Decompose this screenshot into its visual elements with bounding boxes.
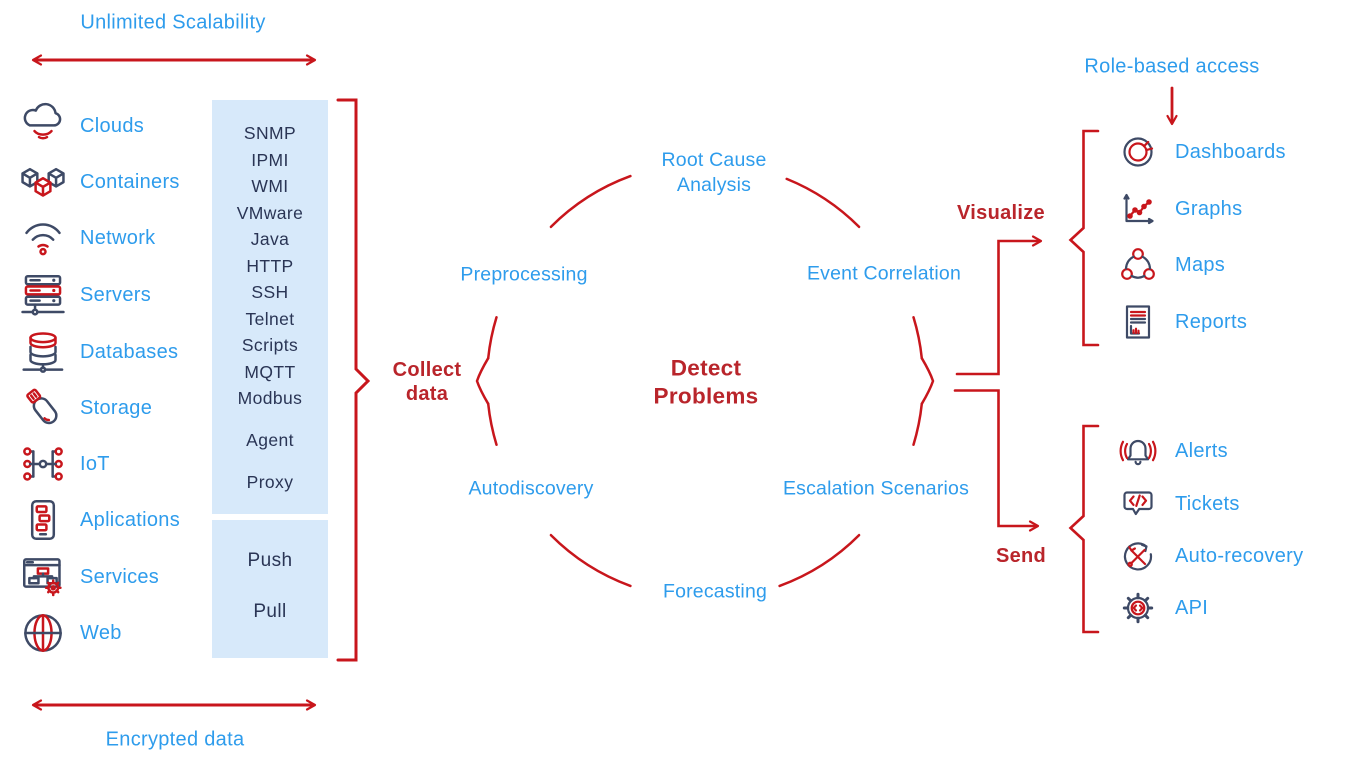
api-icon: [1122, 592, 1154, 624]
iot-icon: [23, 447, 63, 481]
source-label: Containers: [80, 170, 180, 193]
send-row-alerts: Alerts: [1116, 427, 1228, 475]
send-connector-arrow: [953, 389, 1040, 532]
auto-recovery-icon: [1123, 542, 1153, 571]
source-row-storage: Storage: [18, 381, 152, 435]
containers-icon: [21, 167, 65, 197]
visualize-item-label: Graphs: [1175, 197, 1243, 220]
databases-icon: [22, 332, 64, 373]
source-row-network: Network: [18, 211, 155, 265]
source-label: Network: [80, 226, 156, 249]
protocol-agent: Agent: [246, 429, 294, 450]
visualize-row-reports: Reports: [1116, 298, 1247, 346]
send-title: Send: [995, 545, 1047, 567]
source-label: IoT: [80, 452, 110, 475]
preprocessing-label: Preprocessing: [460, 263, 588, 286]
source-label: Clouds: [80, 114, 145, 137]
send-item-label: Auto-recovery: [1175, 544, 1304, 567]
protocol-item: Modbus: [237, 388, 303, 408]
source-row-clouds: Clouds: [18, 99, 144, 153]
send-item-label: Alerts: [1175, 439, 1228, 462]
servers-icon: [21, 275, 65, 316]
source-label: Servers: [80, 283, 152, 306]
visualize-title: Visualize: [957, 202, 1045, 224]
source-row-servers: Servers: [18, 268, 151, 322]
autodiscovery-label: Autodiscovery: [468, 477, 594, 500]
source-label: Services: [80, 565, 160, 588]
protocol-item: Java: [250, 229, 290, 249]
network-icon: [25, 223, 61, 256]
graphs-icon: [1123, 193, 1154, 225]
collect-data-label: Collect data: [392, 359, 462, 405]
clouds-icon: [23, 102, 62, 140]
storage-icon: [26, 388, 58, 425]
reports-icon: [1125, 305, 1151, 339]
root-cause-analysis-label: Root Cause Analysis: [661, 149, 767, 196]
push-pull-box: Push Pull: [212, 520, 328, 658]
send-row-auto-recovery: Auto-recovery: [1116, 532, 1303, 580]
protocol-item: SSH: [251, 282, 289, 302]
visualize-item-label: Maps: [1175, 253, 1226, 276]
event-correlation-label: Event Correlation: [806, 262, 962, 285]
source-row-services: Services: [18, 550, 159, 604]
source-row-web: Web: [18, 606, 122, 660]
protocol-item: Scripts: [241, 335, 299, 355]
unlimited-scalability-label: Unlimited Scalability: [80, 11, 266, 34]
source-label: Databases: [80, 340, 179, 363]
push-label: Push: [247, 550, 293, 571]
source-row-databases: Databases: [18, 325, 178, 379]
send-brace: [1068, 424, 1100, 634]
source-row-containers: Containers: [18, 155, 180, 209]
dashboards-icon: [1123, 137, 1154, 167]
maps-icon: [1121, 248, 1155, 280]
send-item-label: Tickets: [1175, 492, 1240, 515]
source-row-iot: IoT: [18, 437, 110, 491]
visualize-row-graphs: Graphs: [1116, 185, 1242, 233]
source-label: Aplications: [80, 508, 181, 531]
protocol-item: VMware: [236, 202, 304, 223]
circle-left-wedge: [475, 356, 490, 406]
visualize-brace: [1068, 129, 1100, 347]
source-label: Storage: [80, 396, 153, 419]
protocols-box: SNMP IPMI WMI VMware Java HTTP SSH Telne…: [212, 100, 328, 514]
detect-problems-label: Detect Problems: [653, 355, 759, 409]
protocol-item: MQTT: [244, 361, 296, 382]
alerts-icon: [1119, 439, 1157, 466]
forecasting-label: Forecasting: [662, 580, 768, 603]
escalation-scenarios-label: Escalation Scenarios: [782, 477, 970, 500]
source-label: Web: [80, 621, 122, 644]
protocol-item: HTTP: [246, 255, 294, 276]
web-icon: [24, 614, 62, 652]
visualize-item-label: Reports: [1175, 310, 1248, 333]
send-row-tickets: Tickets: [1116, 480, 1240, 528]
send-item-label: API: [1175, 596, 1209, 619]
protocol-item: SNMP: [243, 123, 297, 143]
collect-data-brace: [336, 98, 371, 662]
encrypted-data-label: Encrypted data: [105, 728, 245, 751]
services-icon: [23, 558, 62, 597]
role-based-access-label: Role-based access: [1084, 55, 1260, 78]
source-row-applications: Aplications: [18, 493, 180, 547]
tickets-icon: [1123, 491, 1153, 516]
applications-icon: [30, 500, 56, 540]
protocol-proxy: Proxy: [246, 472, 294, 492]
visualize-row-maps: Maps: [1116, 241, 1225, 289]
visualize-item-label: Dashboards: [1175, 140, 1286, 163]
circle-right-wedge: [920, 356, 935, 406]
protocol-item: WMI: [251, 176, 289, 196]
protocol-item: IPMI: [251, 149, 289, 170]
visualize-connector-arrow: [955, 235, 1043, 376]
pull-label: Pull: [253, 601, 287, 622]
send-row-api: API: [1116, 584, 1208, 632]
visualize-row-dashboards: Dashboards: [1116, 128, 1286, 176]
protocol-item: Telnet: [245, 308, 295, 329]
